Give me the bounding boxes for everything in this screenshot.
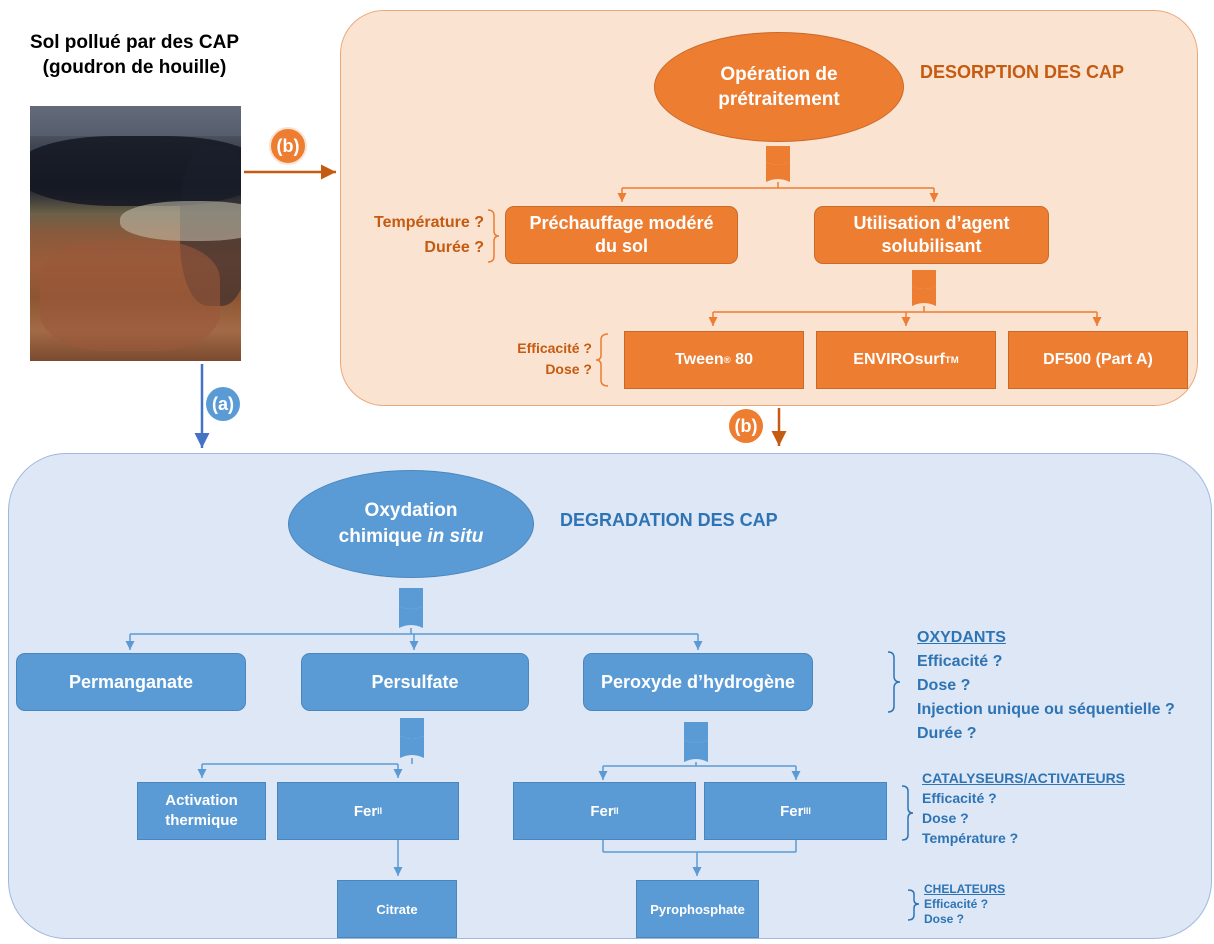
question-efficacy: Efficacité ?: [517, 340, 592, 356]
question-duration: Durée ?: [424, 239, 484, 256]
oxidants-questions: OXYDANTS Efficacité ? Dose ? Injection u…: [917, 626, 1175, 746]
catalysts-q-temperature: Température ?: [922, 830, 1019, 846]
preheating-node: Préchauffage modéré du sol: [505, 206, 738, 264]
question-dose: Dose ?: [545, 361, 592, 377]
oxidants-heading: OXYDANTS: [917, 629, 1006, 646]
photo-caption-line2: (goudron de houille): [42, 57, 227, 78]
oxidants-q-injection: Injection unique ou séquentielle ?: [917, 701, 1175, 718]
label-b-circle-top: (b): [269, 127, 307, 165]
bracket-icon: [901, 785, 914, 841]
thermal-activation-node: Activation thermique: [137, 782, 266, 840]
oxidants-q-dose: Dose ?: [917, 677, 971, 694]
funnel-icon: [399, 588, 423, 628]
citrate-node: Citrate: [337, 880, 457, 938]
funnel-icon: [912, 270, 936, 306]
degradation-title: DEGRADATION DES CAP: [560, 510, 778, 530]
agent-questions: Efficacité ? Dose ?: [500, 338, 592, 380]
isco-line2: chimique in situ: [338, 526, 484, 547]
desorption-title: DESORPTION DES CAP: [920, 62, 1125, 82]
bracket-icon: [887, 651, 901, 713]
label-a-circle: (a): [206, 387, 240, 421]
catalysts-heading: CATALYSEURS/ACTIVATEURS: [922, 770, 1126, 786]
permanganate-node: Permanganate: [16, 653, 246, 711]
funnel-icon: [684, 722, 708, 762]
chelators-q-efficacy: Efficacité ?: [924, 897, 989, 911]
catalysts-questions: CATALYSEURS/ACTIVATEURS Efficacité ? Dos…: [922, 768, 1125, 848]
isco-node: Oxydation chimique in situ: [288, 470, 534, 578]
soil-photo: [30, 106, 241, 361]
bracket-icon: [907, 889, 920, 921]
peroxide-node: Peroxyde d’hydrogène: [583, 653, 813, 711]
pretreatment-node: Opération de prétraitement: [654, 32, 904, 142]
chelators-questions: CHELATEURS Efficacité ? Dose ?: [924, 882, 1005, 927]
solubilizing-node: Utilisation d’agent solubilisant: [814, 206, 1049, 264]
agent-tween80: Tween® 80: [624, 331, 804, 389]
isco-line1: Oxydation: [364, 500, 458, 521]
funnel-icon: [400, 718, 424, 758]
photo-caption: Sol pollué par des CAP (goudron de houil…: [12, 30, 257, 80]
chelators-q-dose: Dose ?: [924, 912, 965, 926]
oxidants-q-efficacy: Efficacité ?: [917, 653, 1003, 670]
oxidants-q-duration: Durée ?: [917, 725, 977, 742]
agent-df500: DF500 (Part A): [1008, 331, 1188, 389]
catalysts-q-dose: Dose ?: [922, 810, 969, 826]
question-temperature: Température ?: [374, 214, 484, 231]
funnel-icon: [766, 146, 790, 182]
chelators-heading: CHELATEURS: [924, 882, 1006, 896]
preheat-questions: Température ? Durée ?: [344, 210, 484, 260]
bracket-icon: [595, 333, 609, 387]
persulfate-node: Persulfate: [301, 653, 529, 711]
pyrophosphate-node: Pyrophosphate: [636, 880, 759, 938]
photo-caption-line1: Sol pollué par des CAP: [29, 32, 240, 53]
catalysts-q-efficacy: Efficacité ?: [922, 790, 997, 806]
label-b-circle-bottom: (b): [729, 409, 763, 443]
bracket-icon: [487, 209, 500, 263]
